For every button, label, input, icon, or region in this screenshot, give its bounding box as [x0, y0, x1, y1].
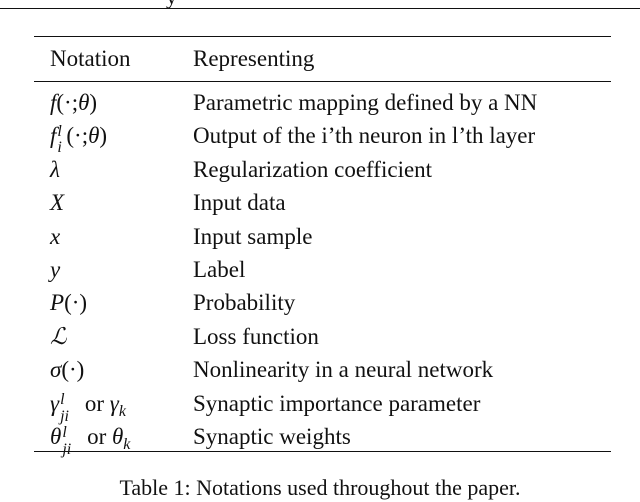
representing-cell: Synaptic weights [193, 423, 351, 449]
representing-cell: Label [193, 256, 246, 282]
representing-cell: Output of the i’th neuron in l’th layer [193, 123, 536, 149]
notation-cell: x [50, 223, 61, 249]
column-header-notation: Notation [50, 46, 131, 71]
table-row: σ(·) Nonlinearity in a neural network [0, 353, 640, 386]
page-top-rule [0, 8, 640, 9]
representing-cell: Probability [193, 290, 296, 316]
representing-cell: Synaptic importance parameter [193, 390, 481, 416]
table-row: X Input data [0, 186, 640, 219]
notation-cell: f(·;θ) [50, 90, 98, 115]
table-row: x Input sample [0, 220, 640, 253]
table-header-rule [34, 81, 611, 82]
representing-cell: Input data [193, 190, 286, 216]
table-row: f(·;θ) Parametric mapping defined by a N… [0, 86, 640, 119]
table-row: ℒ Loss function [0, 320, 640, 353]
table-row: λ Regularization coefficient [0, 153, 640, 186]
notation-cell: X [50, 190, 65, 216]
heading-fragment-text: y [166, 0, 177, 8]
table-top-rule [34, 36, 611, 37]
table-body: f(·;θ) Parametric mapping defined by a N… [0, 86, 640, 458]
notation-cell: ℒ [50, 323, 67, 349]
representing-cell: Input sample [193, 223, 313, 249]
table-row: y Label [0, 253, 640, 286]
table-row: P(·) Probability [0, 286, 640, 319]
notation-cell: y [50, 256, 61, 282]
notation-cell: λ [50, 156, 60, 182]
representing-cell: Nonlinearity in a neural network [193, 357, 494, 383]
table-caption: Table 1: Notations used throughout the p… [119, 475, 521, 500]
notation-cell: P(·) [50, 290, 88, 316]
representing-cell: Regularization coefficient [193, 156, 433, 182]
notation-cell: σ(·) [50, 357, 85, 383]
representing-cell: Parametric mapping defined by a NN [193, 90, 538, 115]
representing-cell: Loss function [193, 323, 319, 349]
column-header-representing: Representing [193, 46, 315, 71]
table-bottom-rule [34, 451, 611, 452]
cut-off-heading-fragment: y [0, 0, 640, 8]
